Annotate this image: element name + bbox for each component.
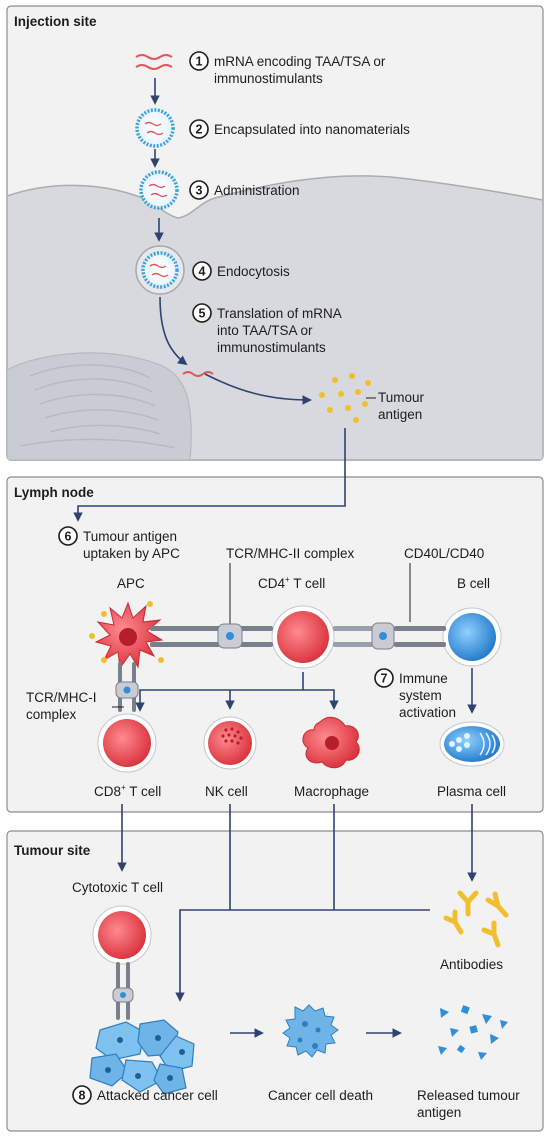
tcr-mhc1-complex-icon xyxy=(115,662,139,712)
arrow-cd4-to-cd8 xyxy=(135,672,304,712)
cd40l-cd40-complex-icon xyxy=(333,622,446,650)
antibodies-icon xyxy=(443,890,509,948)
tcr-mhc2-label: TCR/MHC-II complex xyxy=(226,546,355,561)
arrow-5-antigen xyxy=(204,373,312,405)
svg-text:3: 3 xyxy=(196,184,203,198)
nk-cell-icon xyxy=(203,716,257,770)
antibodies-label: Antibodies xyxy=(440,957,503,972)
tumour-panel-frame xyxy=(6,830,544,1132)
svg-text:5: 5 xyxy=(199,307,206,321)
cytotoxic-t-cell-label: Cytotoxic T cell xyxy=(72,880,163,895)
endosome-icon xyxy=(135,245,185,295)
svg-text:8: 8 xyxy=(79,1089,86,1103)
svg-text:2: 2 xyxy=(196,123,203,137)
cd4-t-cell-label: CD4+ T cell xyxy=(258,575,325,591)
plasma-cell-label: Plasma cell xyxy=(437,784,506,799)
cd4-t-cell-icon xyxy=(271,605,335,669)
svg-text:Encapsulated into nanomaterial: Encapsulated into nanomaterials xyxy=(214,122,410,137)
macrophage-icon xyxy=(302,716,360,769)
tumour-site-panel: Tumour site Cytotoxic T cell Antibodies xyxy=(6,804,544,1132)
svg-text:7: 7 xyxy=(381,672,388,686)
released-antigen-icon xyxy=(438,1005,508,1060)
plasma-cell-icon xyxy=(439,721,505,767)
step-8: 8 Attacked cancer cell xyxy=(72,1085,218,1105)
nucleus-icon xyxy=(7,352,192,460)
dying-cancer-cell-icon xyxy=(282,1004,339,1058)
cd8-t-cell-label: CD8+ T cell xyxy=(94,783,161,799)
arrow-antigen-to-apc xyxy=(73,428,346,522)
translating-mrna-icon xyxy=(182,371,214,377)
apc-cell-icon xyxy=(89,601,164,670)
released-antigen-label: Released tumour antigen xyxy=(417,1088,524,1120)
tcr-mhc1-label: TCR/MHC-I complex xyxy=(26,690,100,722)
tumour-antigen-label: Tumour antigen xyxy=(378,390,428,422)
cd40-label: CD40L/CD40 xyxy=(404,546,484,561)
arrow-4-5 xyxy=(159,296,188,366)
cd8-t-cell-icon xyxy=(97,713,157,773)
tumour-title: Tumour site xyxy=(14,843,91,858)
svg-text:Endocytosis: Endocytosis xyxy=(217,264,290,279)
macrophage-label: Macrophage xyxy=(294,784,369,799)
nk-cell-label: NK cell xyxy=(205,784,248,799)
nanoparticle-icon xyxy=(135,108,175,148)
arrow-effectors-to-cancer xyxy=(175,909,430,1002)
tcr-mhc2-complex-icon xyxy=(150,623,273,649)
injection-title: Injection site xyxy=(14,14,97,29)
injection-site-panel: Injection site xyxy=(6,5,544,461)
b-cell-icon xyxy=(442,607,502,667)
nanoparticle-administration-icon xyxy=(139,170,179,210)
arrow-cd4-to-macrophage xyxy=(303,689,339,710)
cancer-cell-death-label: Cancer cell death xyxy=(268,1088,373,1103)
svg-text:6: 6 xyxy=(65,530,72,544)
lymph-title: Lymph node xyxy=(14,485,94,500)
step-4: 4 Endocytosis xyxy=(192,261,290,281)
svg-text:4: 4 xyxy=(199,265,206,279)
tumour-antigen-dots xyxy=(319,373,371,423)
step-3: 3 Administration xyxy=(189,180,300,200)
step-2: 2 Encapsulated into nanomaterials xyxy=(189,119,410,139)
apc-label: APC xyxy=(117,576,145,591)
svg-text:1: 1 xyxy=(196,55,203,69)
mrna-strand-icon xyxy=(135,54,173,70)
svg-text:Administration: Administration xyxy=(214,183,300,198)
b-cell-label: B cell xyxy=(457,576,490,591)
cancer-cell-cluster-icon xyxy=(89,1019,195,1095)
svg-text:Attacked cancer cell: Attacked cancer cell xyxy=(97,1088,218,1103)
cytotoxic-t-cell-icon xyxy=(92,905,152,1020)
